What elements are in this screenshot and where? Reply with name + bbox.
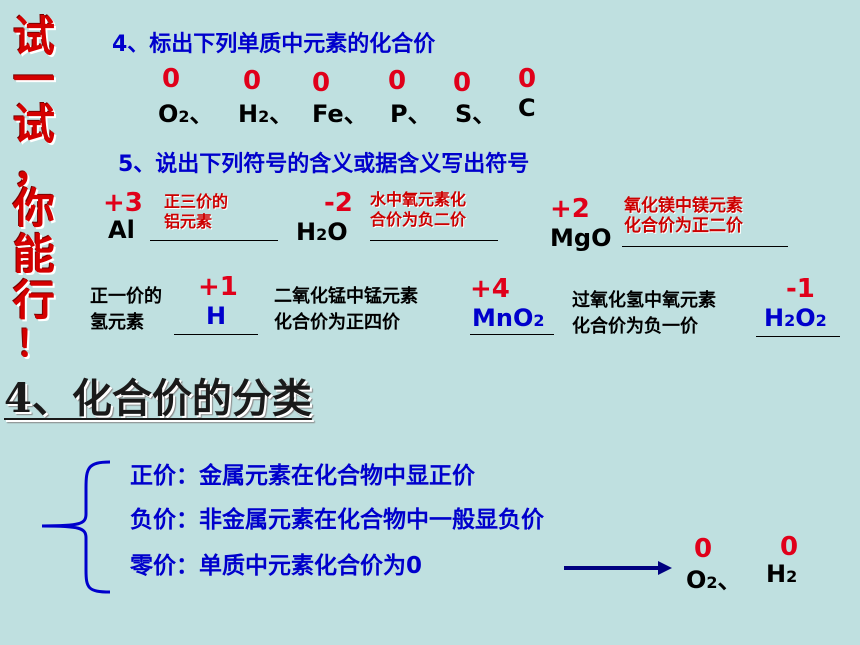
side-title-char: 能 [12,230,55,279]
q4-symbol: O2、 [158,100,214,128]
side-title-char: 行 [12,276,55,325]
q5-mgo-blank [622,246,788,247]
q5-al-blank [150,240,278,241]
class-item: 正价：金属元素在化合物中显正价 [130,463,475,489]
q5-mno2-valence: +4 [470,274,510,304]
q4-valence: 0 [453,68,472,98]
side-title-char: ！ [15,323,52,365]
q5-h-valence: +1 [198,272,238,302]
arrow-right-icon [564,561,672,575]
class-item: 零价：单质中元素化合价为0 [130,553,423,579]
side-title-char: 试 [12,12,55,61]
side-title-char: 一 [12,55,55,104]
q4-title: 4、标出下列单质中元素的化合价 [112,32,436,57]
q5-mno2-desc: 二氧化锰中锰元素化合价为正四价 [274,286,418,333]
q4-valence: 0 [312,68,331,98]
q5-h2o-valence: -2 [324,188,353,218]
q5-h2o-blank [370,240,498,241]
q5-h2o2-blank [756,336,840,337]
example-valence: 0 [780,532,799,562]
q5-h2o2-answer: H2O2 [764,304,827,332]
q5-mgo-symbol: MgO [550,224,612,252]
q5-h2o2-desc: 过氧化氢中氧元素化合价为负一价 [572,290,716,337]
side-title-char: 你 [12,184,55,233]
q5-al-valence: +3 [103,188,143,218]
section-title: 4、化合价的分类 [4,375,312,422]
q4-valence: 0 [243,66,262,96]
class-item: 负价：非金属元素在化合物中一般显负价 [130,507,544,533]
q4-symbol: C [518,94,536,122]
q5-mgo-valence: +2 [550,194,590,224]
brace-icon [41,460,111,594]
q4-valence: 0 [518,64,537,94]
example-valence: 0 [694,534,713,564]
q4-symbol: S、 [455,100,497,128]
q5-h2o2-valence: -1 [786,274,815,304]
q5-h-desc: 正一价的氢元素 [90,286,162,333]
example-symbol: O2、 [686,566,742,594]
q4-valence: 0 [162,64,181,94]
q5-h-answer: H [206,302,227,330]
q4-valence: 0 [388,66,407,96]
q5-h-blank [174,334,258,335]
q5-al-answer: 正三价的铝元素 [164,192,229,231]
q5-al-symbol: Al [108,216,135,244]
q5-h2o-answer: 水中氧元素化合价为负二价 [370,190,467,229]
example-symbol: H2 [766,560,798,588]
q4-symbol: P、 [390,100,432,128]
side-title-char: ， [12,143,55,192]
q4-symbol: Fe、 [312,100,368,128]
q5-mgo-answer: 氧化镁中镁元素化合价为正二价 [624,196,743,236]
side-title-char: 试 [12,100,55,149]
q5-mno2-blank [470,334,554,335]
side-title: 试 一 试 ， 你 能 行 ！ [4,12,64,365]
q5-h2o-symbol: H2O [296,218,348,246]
q4-symbol: H2、 [238,100,294,128]
q5-mno2-answer: MnO2 [472,304,545,332]
q5-title: 5、说出下列符号的含义或据含义写出符号 [118,152,530,177]
